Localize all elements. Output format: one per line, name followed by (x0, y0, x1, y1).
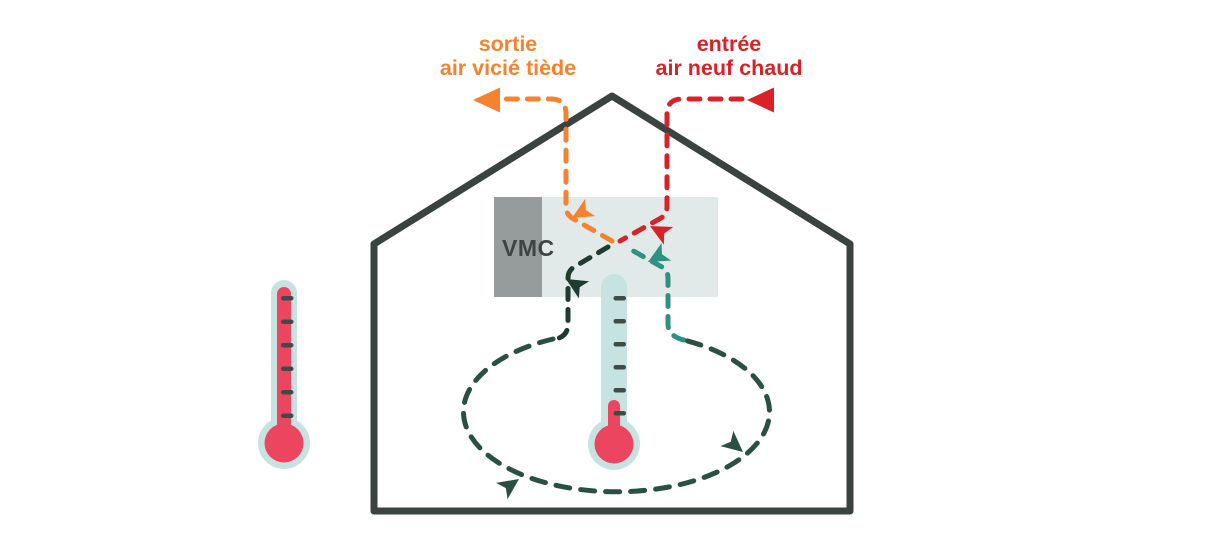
circulation-left-arrow-icon (496, 479, 519, 500)
supply-arrow-icon (566, 279, 590, 299)
vmc-label: VMC (502, 235, 555, 261)
supply-duct-path (553, 244, 611, 342)
exhaust-outlet-arrow-icon (473, 87, 500, 113)
indoor-thermo-mercury-bulb (594, 424, 634, 464)
indoor-thermo-scale-ticks (613, 296, 626, 416)
exhaust-vmc-arrow-icon (572, 198, 596, 218)
outdoor-thermo-mercury-bulb (264, 423, 304, 463)
circulation-right-arrow-icon (720, 430, 743, 452)
return-arrow-icon (648, 243, 672, 262)
return-duct-path (625, 245, 687, 343)
intake-label-line2: air neuf chaud (656, 56, 803, 80)
intake-flow-path (617, 96, 745, 244)
intake-inlet-arrow-icon (747, 87, 774, 113)
room-circulation-ellipse (460, 336, 772, 495)
vmc-motor-block (494, 197, 542, 297)
outdoor-thermometer-icon (258, 280, 310, 469)
indoor-thermometer-icon (588, 274, 640, 470)
exhaust-label: sortie air vicié tiède (440, 32, 576, 80)
exhaust-label-line1: sortie (479, 32, 538, 56)
intake-vmc-arrow-icon (650, 226, 674, 245)
intake-air-flow (617, 87, 774, 245)
exhaust-label-line2: air vicié tiède (440, 56, 576, 80)
indoor-circulation-loop (460, 243, 772, 500)
exhaust-air-flow (473, 87, 615, 244)
intake-label-line1: entrée (697, 32, 762, 56)
exhaust-flow-path (488, 96, 615, 244)
intake-label: entrée air neuf chaud (656, 32, 803, 80)
house-outline (370, 92, 854, 515)
outdoor-thermo-scale-ticks (281, 296, 294, 418)
